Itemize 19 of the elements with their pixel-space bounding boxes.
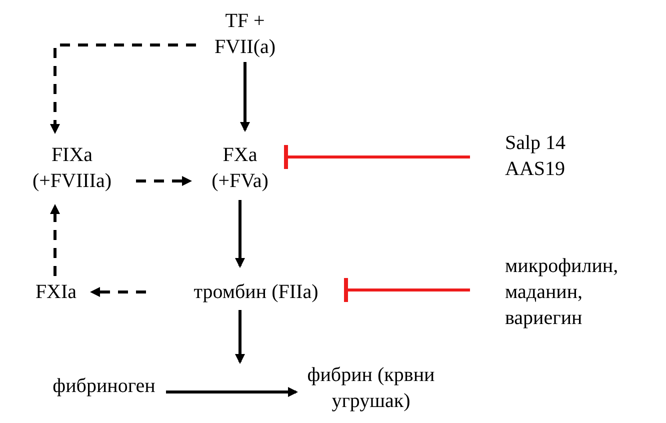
arrow: [240, 62, 250, 132]
arrow: [235, 200, 245, 268]
inhibition-line: [284, 145, 470, 169]
node-label: TF + FVII(a): [213, 9, 277, 60]
node-label: FXa (+FVa): [210, 143, 270, 194]
node-label: фибрин (крвни угрушак): [306, 363, 436, 414]
node-label: фибриноген: [52, 374, 156, 399]
node-label: FXIa: [35, 280, 77, 305]
node-label: FIXa (+FVIIIa): [31, 143, 113, 194]
node-label: Salp 14 AAS19: [505, 131, 567, 182]
dashed-arrow: [50, 204, 60, 276]
arrow: [166, 387, 298, 397]
arrow: [235, 310, 245, 364]
node-label: тромбин (FIIa): [194, 280, 318, 305]
dashed-arrow: [136, 176, 192, 186]
dashed-arrow: [90, 287, 146, 297]
inhibition-line: [344, 278, 470, 302]
node-label: микрофилин, маданин, вариегин: [505, 254, 620, 331]
dashed-arrow: [50, 44, 196, 134]
